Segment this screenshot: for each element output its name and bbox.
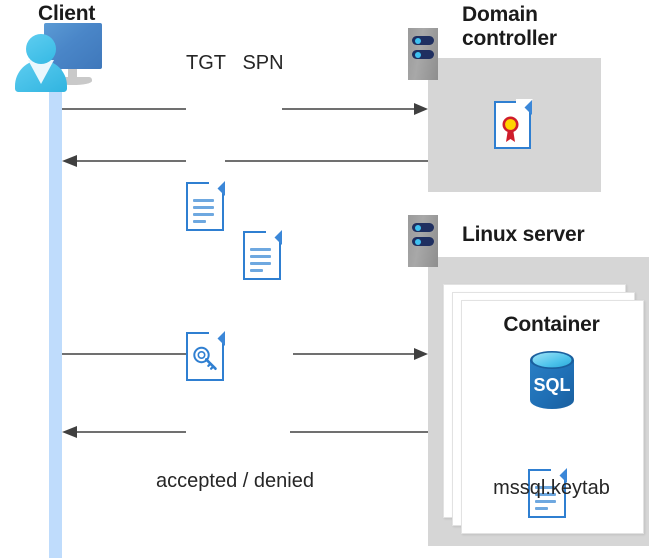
- label-spn: SPN: [242, 52, 284, 74]
- certificate-seal-icon: [502, 116, 519, 142]
- key-icon: [193, 346, 217, 370]
- server-rack-icon-linux-server: [408, 215, 443, 273]
- spn-document-icon: [243, 229, 283, 280]
- page-title-domain-controller-line1: Domain: [462, 3, 538, 26]
- keytab-document-icon: [528, 467, 568, 518]
- monitor-base: [54, 77, 92, 85]
- tgt-document-icon: [186, 180, 226, 231]
- server-rack-icon-domain-controller: [408, 28, 443, 86]
- sql-database-icon: SQL: [522, 349, 582, 416]
- accepted-denied-label: accepted / denied: [156, 470, 314, 492]
- page-title-client: Client: [38, 2, 96, 25]
- client-lifeline: [49, 60, 62, 558]
- keytab-filename-label: mssql.keytab: [493, 477, 610, 499]
- person-collar: [28, 60, 54, 84]
- person-head: [26, 34, 56, 64]
- arrow-domain-controller-to-client: [62, 155, 428, 167]
- certificate-document-icon: [494, 99, 533, 149]
- arrow-client-to-domain-controller: [62, 103, 428, 115]
- key-document-icon-top: [186, 330, 226, 381]
- label-tgt: TGT: [186, 52, 226, 74]
- page-title-domain-controller-line2: controller: [462, 27, 557, 50]
- arrow-linux-server-to-client: [62, 426, 428, 438]
- page-title-linux-server: Linux server: [462, 223, 585, 246]
- page-title-container: Container: [503, 313, 600, 336]
- monitor-neck: [68, 69, 77, 79]
- svg-text:SQL: SQL: [533, 375, 570, 395]
- arrow-client-to-linux-server: [62, 348, 428, 360]
- user-workstation-icon: [8, 22, 102, 92]
